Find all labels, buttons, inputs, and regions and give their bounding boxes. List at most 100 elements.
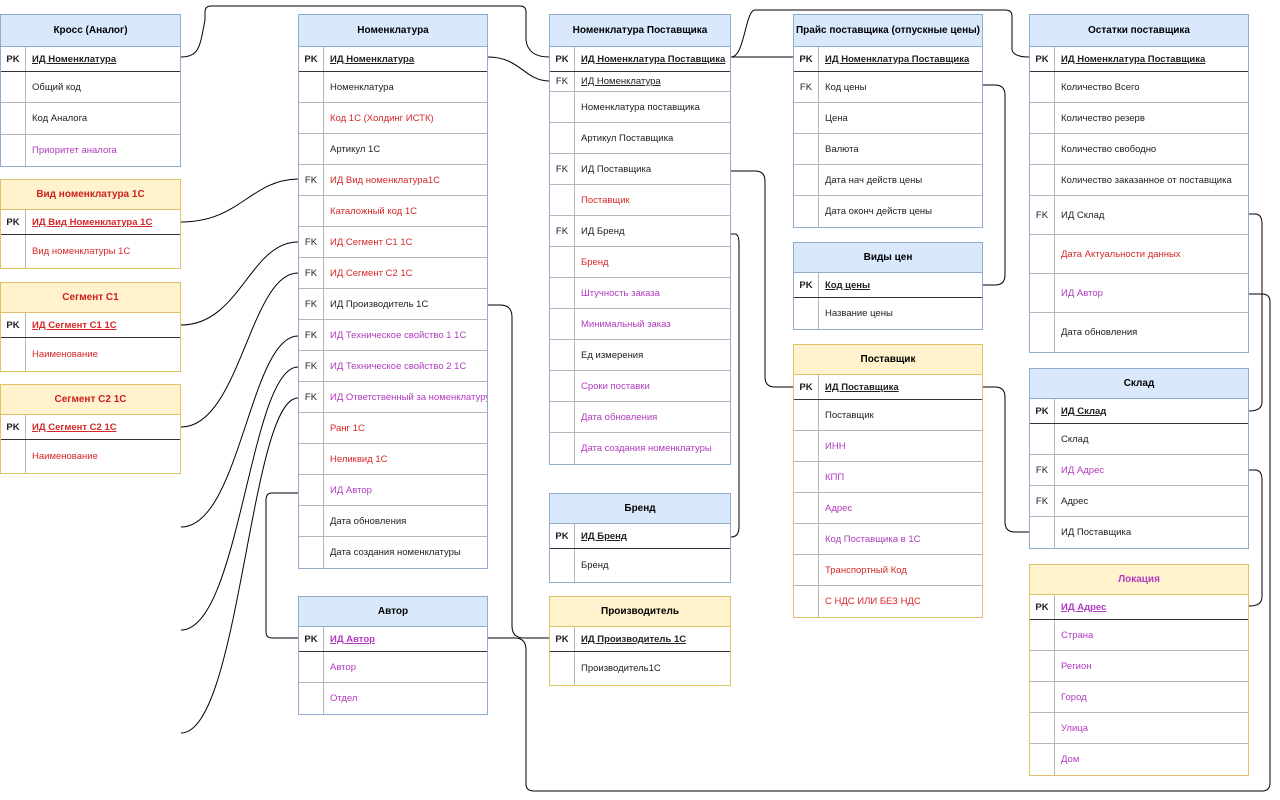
attribute-row[interactable]: Приоритет аналога (1, 135, 180, 166)
attribute-row[interactable]: Дата обновления (1030, 313, 1248, 352)
attribute-row[interactable]: Неликвид 1С (299, 444, 487, 475)
attribute-row[interactable]: Поставщик (550, 185, 730, 216)
attribute-row[interactable]: Количество Всего (1030, 72, 1248, 103)
attribute-row[interactable]: Регион (1030, 651, 1248, 682)
attribute-row[interactable]: Дата обновления (299, 506, 487, 537)
attribute-row[interactable]: Сроки поставки (550, 371, 730, 402)
attribute-row[interactable]: Количество резерв (1030, 103, 1248, 134)
attribute-row[interactable]: Дата нач действ цены (794, 165, 982, 196)
attribute-row[interactable]: Ед измерения (550, 340, 730, 371)
attribute-row[interactable]: Дата создания номенклатуры (299, 537, 487, 568)
attribute-row[interactable]: Наименование (1, 338, 180, 371)
attribute-row[interactable]: ИНН (794, 431, 982, 462)
attribute-row[interactable]: Дата оконч действ цены (794, 196, 982, 227)
attribute-row[interactable]: Код 1С (Холдинг ИСТК) (299, 103, 487, 134)
attribute-row[interactable]: Валюта (794, 134, 982, 165)
attribute-row[interactable]: Дата обновления (550, 402, 730, 433)
attribute-row[interactable]: Улица (1030, 713, 1248, 744)
attribute-row[interactable]: Цена (794, 103, 982, 134)
attribute-row[interactable]: Номенклатура (299, 72, 487, 103)
attribute-row[interactable]: Дата Актуальности данных (1030, 235, 1248, 274)
attribute-row[interactable]: Бренд (550, 549, 730, 582)
attribute-row[interactable]: Поставщик (794, 400, 982, 431)
attribute-row[interactable]: Склад (1030, 424, 1248, 455)
attribute-row[interactable]: КПП (794, 462, 982, 493)
attribute-row[interactable]: Адрес (794, 493, 982, 524)
attribute-row[interactable]: Артикул Поставщика (550, 123, 730, 154)
attribute-name: ИД Номенклатура Поставщика (574, 47, 730, 71)
attribute-row[interactable]: Вид номенклатуры 1С (1, 235, 180, 268)
attribute-row[interactable]: Дом (1030, 744, 1248, 775)
attribute-row[interactable]: С НДС ИЛИ БЕЗ НДС (794, 586, 982, 617)
attribute-row[interactable]: Страна (1030, 620, 1248, 651)
attribute-row[interactable]: Ранг 1С (299, 413, 487, 444)
attribute-row[interactable]: ИД Автор (1030, 274, 1248, 313)
attribute-row[interactable]: Общий код (1, 72, 180, 103)
attribute-row[interactable]: ИД Автор (299, 475, 487, 506)
attribute-row[interactable]: Отдел (299, 683, 487, 714)
attribute-row[interactable]: Дата создания номенклатуры (550, 433, 730, 464)
attribute-row[interactable]: Количество заказанное от поставщика (1030, 165, 1248, 196)
attribute-row[interactable]: Штучность заказа (550, 278, 730, 309)
attribute-row[interactable]: Бренд (550, 247, 730, 278)
attribute-row[interactable]: Каталожный код 1С (299, 196, 487, 227)
attribute-row[interactable]: Номенклатура поставщика (550, 92, 730, 123)
attribute-row[interactable]: Название цены (794, 298, 982, 329)
attribute-row[interactable]: Автор (299, 652, 487, 683)
attribute-row[interactable]: Код Аналога (1, 103, 180, 135)
attribute-row[interactable]: Наименование (1, 440, 180, 473)
attribute-row[interactable]: Минимальный заказ (550, 309, 730, 340)
attribute-row[interactable]: Количество свободно (1030, 134, 1248, 165)
attribute-row[interactable]: Транспортный Код (794, 555, 982, 586)
attribute-row[interactable]: Производитель1С (550, 652, 730, 685)
attribute-row[interactable]: Артикул 1С (299, 134, 487, 165)
attribute-row[interactable]: ИД Поставщика (1030, 517, 1248, 548)
attribute-row[interactable]: Код Поставщика в 1С (794, 524, 982, 555)
attribute-row[interactable]: Город (1030, 682, 1248, 713)
